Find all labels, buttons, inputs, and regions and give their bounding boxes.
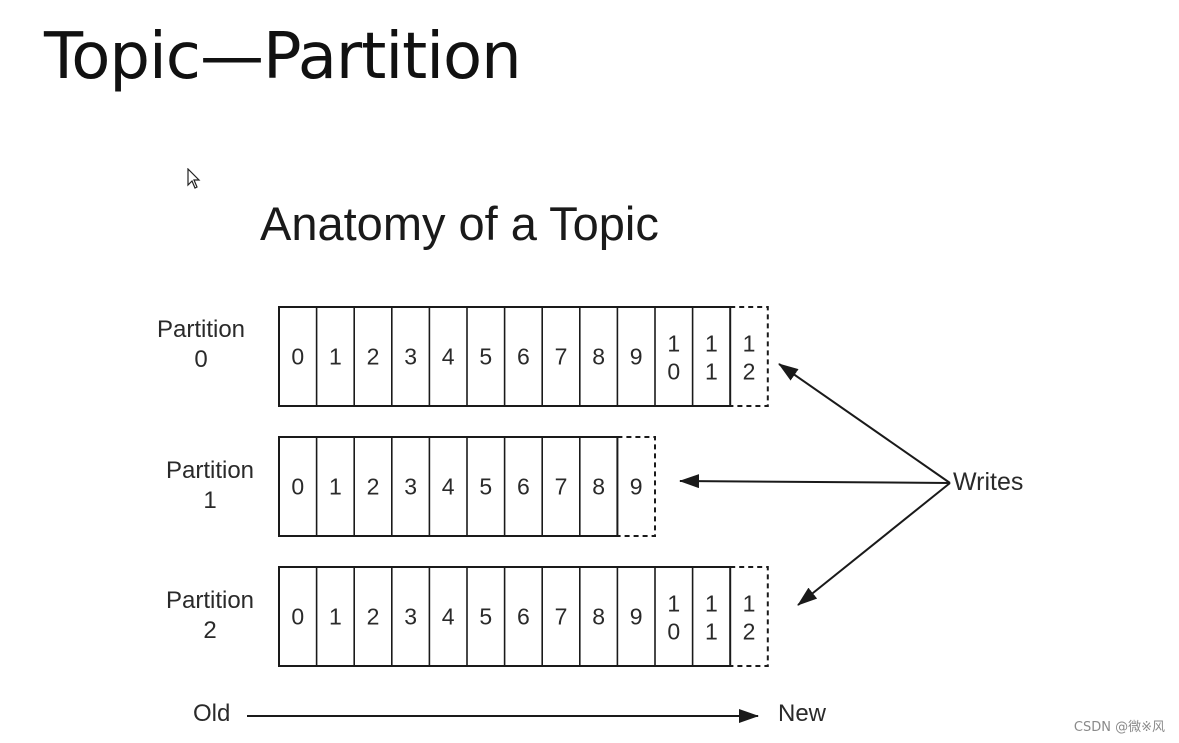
writes-label: Writes [953, 468, 1024, 496]
offset-cell-digit-1: 1 [667, 591, 680, 617]
timeline-new-label: New [778, 700, 827, 727]
write-arrow-partition-1 [679, 474, 951, 489]
offset-cell: 0 [291, 474, 304, 500]
offset-cell: 0 [291, 344, 304, 370]
offset-cell: 3 [404, 604, 417, 630]
watermark: CSDN @微※风 [1073, 720, 1165, 735]
arrows-layer [247, 363, 951, 723]
offset-cell: 7 [555, 604, 568, 630]
offset-cell: 9 [630, 604, 643, 630]
partition-2-label: Partition 2 [165, 587, 255, 644]
offset-cell-digit-2: 0 [667, 619, 680, 645]
offset-cell: 2 [367, 604, 380, 630]
offset-cell-digit-2: 1 [705, 619, 718, 645]
offset-cell: 5 [479, 344, 492, 370]
offset-cell: 5 [479, 604, 492, 630]
offset-cell: 4 [442, 474, 455, 500]
partition-0-label: Partition 0 [156, 316, 246, 373]
offset-cell: 9 [630, 344, 643, 370]
offset-cell: 8 [592, 604, 605, 630]
offset-cell: 2 [367, 344, 380, 370]
next-write-offset-digit-1: 1 [743, 591, 756, 617]
next-write-slot [730, 306, 769, 407]
offset-cell: 6 [517, 344, 530, 370]
offset-cell-digit-2: 0 [667, 359, 680, 385]
offset-cell: 3 [404, 474, 417, 500]
offset-cell: 4 [442, 344, 455, 370]
write-arrow-partition-2 [797, 482, 951, 606]
offset-cell: 3 [404, 344, 417, 370]
next-write-offset: 9 [630, 474, 643, 500]
offset-cell-digit-1: 1 [667, 331, 680, 357]
partition-1-box [278, 436, 619, 537]
next-write-offset-digit-1: 1 [743, 331, 756, 357]
slide-title: Topic—Partition [44, 20, 522, 94]
offset-cell: 0 [291, 604, 304, 630]
next-write-slot [617, 436, 656, 537]
mouse-pointer-icon [187, 168, 201, 189]
diagram-title: Anatomy of a Topic [260, 197, 659, 250]
offset-cell: 8 [592, 474, 605, 500]
offset-cell: 2 [367, 474, 380, 500]
offset-cell-digit-1: 1 [705, 331, 718, 357]
offset-cell: 4 [442, 604, 455, 630]
offset-cell: 8 [592, 344, 605, 370]
next-write-slot [730, 566, 769, 667]
offset-cell: 6 [517, 604, 530, 630]
timeline-old-label: Old [193, 700, 231, 727]
offset-cell: 7 [555, 344, 568, 370]
next-write-offset-digit-2: 2 [743, 619, 756, 645]
offset-cell: 5 [479, 474, 492, 500]
offset-cell-digit-2: 1 [705, 359, 718, 385]
partition-1-label: Partition 1 [165, 457, 255, 514]
offset-cell: 1 [329, 604, 342, 630]
offset-cell: 6 [517, 474, 530, 500]
offset-cell: 1 [329, 474, 342, 500]
offset-cell-digit-1: 1 [705, 591, 718, 617]
offset-cell: 1 [329, 344, 342, 370]
write-arrow-partition-0 [778, 363, 951, 484]
offset-cell: 7 [555, 474, 568, 500]
next-write-offset-digit-2: 2 [743, 359, 756, 385]
